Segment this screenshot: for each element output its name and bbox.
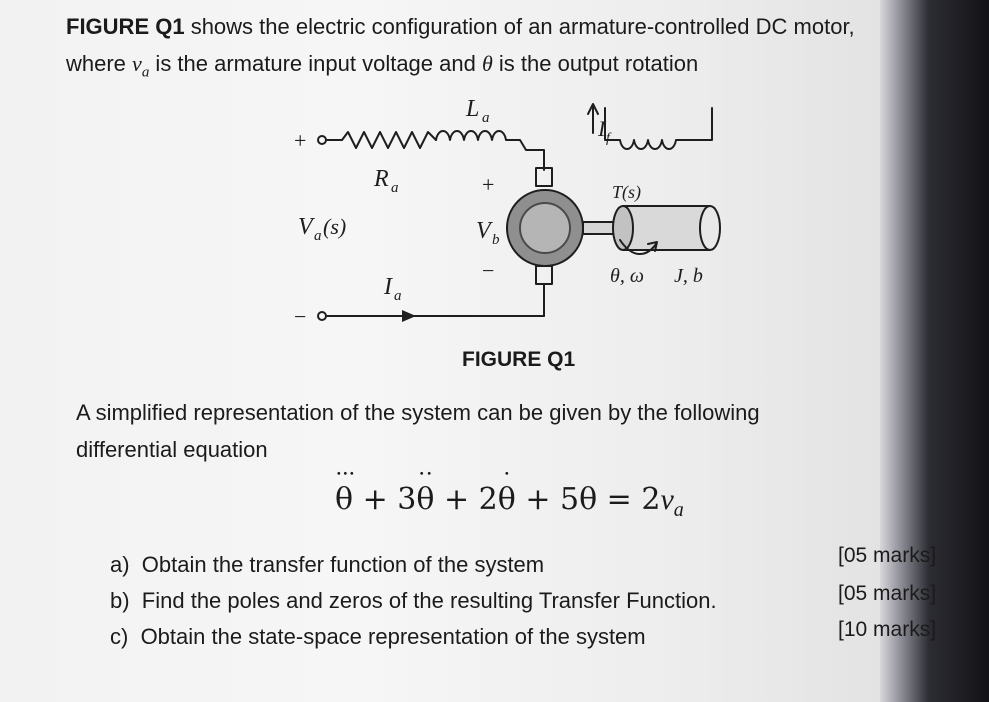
- question-c: c) Obtain the state-space representation…: [110, 624, 646, 650]
- top-terminal: [317, 135, 327, 145]
- label-va-arg: (s): [323, 214, 346, 239]
- question-text: Obtain the transfer function of the syst…: [141, 552, 545, 577]
- eq-op-1: + 3: [353, 482, 417, 517]
- label-torque: T(s): [612, 182, 641, 203]
- eq-rhs-sub: a: [673, 499, 684, 521]
- label-ra-sub: a: [391, 180, 399, 196]
- differential-equation: ⋅⋅⋅θ + 3⋅⋅θ + 2⋅θ + 5θ = 2va: [335, 462, 684, 521]
- bottom-terminal: [317, 311, 327, 321]
- armature-current-arrow: [402, 310, 416, 322]
- label-if-sub: f: [606, 131, 612, 146]
- label-vb: V: [476, 218, 493, 244]
- intro-text-2b: is the armature input voltage and: [149, 51, 482, 76]
- marks-c: [10 marks]: [838, 618, 937, 641]
- label-ia-sub: a: [394, 288, 402, 304]
- intro-text-1: shows the electric configuration of an a…: [184, 14, 855, 39]
- question-text: Obtain the state-space representation of…: [140, 624, 646, 649]
- page-edge-shadow: [880, 0, 989, 702]
- marks-a: [05 marks]: [838, 544, 937, 567]
- theta-symbol: θ: [481, 51, 493, 76]
- label-ra: R: [373, 166, 389, 192]
- va-subscript: a: [141, 64, 150, 81]
- eq-theta-1dot: θ: [497, 482, 516, 517]
- load-inertia: [622, 205, 711, 251]
- vb-minus: −: [482, 258, 494, 283]
- inductor-la: [435, 130, 545, 171]
- resistor-ra: [341, 131, 437, 149]
- intro-text-2a: where: [66, 51, 133, 76]
- question-b: b) Find the poles and zeros of the resul…: [110, 588, 717, 614]
- va-symbol: v: [132, 51, 142, 76]
- intro-line-1: FIGURE Q1 shows the electric configurati…: [66, 14, 855, 40]
- label-la: L: [465, 96, 479, 122]
- label-jb: J, b: [674, 265, 703, 287]
- label-if: I: [597, 116, 607, 141]
- rotation-arrow: [619, 239, 657, 255]
- label-la-sub: a: [482, 110, 490, 126]
- label-vb-sub: b: [492, 232, 500, 248]
- eq-op-2: + 2: [434, 482, 498, 517]
- figure-caption: FIGURE Q1: [462, 348, 576, 371]
- figure-ref: FIGURE Q1: [66, 14, 185, 39]
- terminal-minus: −: [294, 304, 306, 329]
- dc-motor-diagram: + − L a R a V a (s) I a + V b − I f T(s)…: [294, 96, 721, 329]
- paragraph-line-2: differential equation: [76, 437, 268, 462]
- intro-line-2: where va is the armature input voltage a…: [66, 51, 698, 81]
- label-theta-omega: θ, ω: [610, 265, 644, 287]
- question-label: c): [110, 624, 129, 649]
- brush-top: [535, 167, 553, 187]
- brush-bottom: [535, 265, 553, 285]
- terminal-plus: +: [294, 128, 306, 153]
- field-coil: [604, 107, 713, 150]
- eq-theta-3dot: θ: [335, 482, 354, 517]
- question-label: a): [110, 552, 130, 577]
- vb-plus: +: [482, 172, 494, 197]
- label-va: V: [298, 214, 315, 240]
- question-a: a) Obtain the transfer function of the s…: [110, 552, 544, 578]
- eq-op-3: + 5θ = 2: [515, 482, 661, 517]
- label-ia: I: [383, 274, 393, 300]
- marks-b: [05 marks]: [838, 582, 937, 605]
- eq-theta-2dot: θ: [416, 482, 435, 517]
- question-paper: [0, 0, 900, 702]
- question-label: b): [110, 588, 130, 613]
- eq-rhs-v: v: [660, 483, 674, 516]
- question-text: Find the poles and zeros of the resultin…: [141, 588, 717, 613]
- paragraph-line-1: A simplified representation of the syste…: [76, 400, 760, 425]
- label-va-sub: a: [314, 228, 322, 244]
- intro-text-2c: is the output rotation: [492, 51, 699, 76]
